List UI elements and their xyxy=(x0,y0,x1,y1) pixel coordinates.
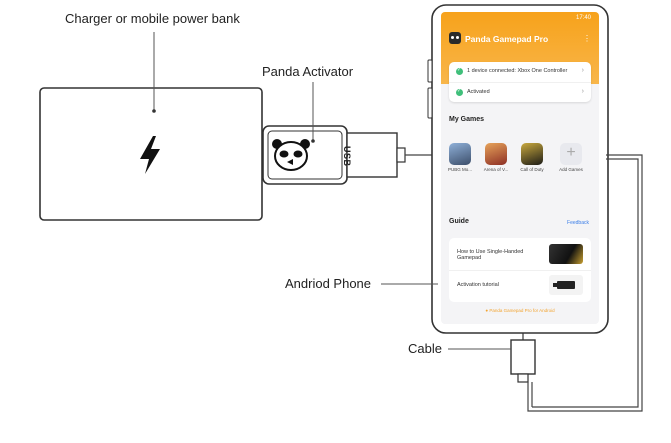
status-card: 1 device connected: Xbox One Controller … xyxy=(449,62,591,102)
game-icon xyxy=(521,143,543,165)
guide-item-label: Activation tutorial xyxy=(457,282,499,288)
guide-item-label: How to Use Single-Handed Gamepad xyxy=(457,249,524,261)
panda-icon xyxy=(272,139,310,171)
game-icon xyxy=(485,143,507,165)
gamepad-thumbnail-icon xyxy=(549,244,583,264)
feedback-link[interactable]: Feedback xyxy=(567,220,589,226)
chevron-right-icon: › xyxy=(581,67,584,74)
device-row[interactable]: 1 device connected: Xbox One Controller … xyxy=(449,62,591,82)
activator-usb-plug xyxy=(346,132,398,178)
device-status: 1 device connected: Xbox One Controller xyxy=(467,68,568,74)
guide-item[interactable]: Activation tutorial xyxy=(449,270,591,301)
power-bank-label: Charger or mobile power bank xyxy=(65,11,240,26)
check-icon xyxy=(456,67,463,75)
guide-card: How to Use Single-Handed Gamepad Activat… xyxy=(449,238,591,302)
phone-screen: 17:40 Panda Gamepad Pro ⋮ 1 device conne… xyxy=(441,12,599,324)
app-title: Panda Gamepad Pro xyxy=(465,34,549,44)
activation-row[interactable]: Activated › xyxy=(449,82,591,103)
menu-icon[interactable]: ⋮ xyxy=(583,34,591,43)
check-icon xyxy=(456,88,463,96)
my-games-title: My Games xyxy=(449,116,485,123)
plus-icon: + xyxy=(560,143,582,165)
game-name: Add Games xyxy=(559,167,583,172)
cable-label: Cable xyxy=(408,341,442,356)
game-name: PUBG Mo... xyxy=(447,167,472,172)
game-name: Call of Duty xyxy=(520,167,544,172)
lightning-bolt-icon xyxy=(140,136,160,174)
game-item[interactable]: Arena of V... xyxy=(483,143,509,172)
usb-label: USB xyxy=(342,146,352,167)
panda-app-logo-icon xyxy=(449,32,461,44)
app-footer: ● Panda Gamepad Pro for Android xyxy=(485,308,555,313)
cable-plug xyxy=(510,339,536,375)
activation-status: Activated xyxy=(467,89,490,95)
game-icon xyxy=(449,143,471,165)
game-item[interactable]: Call of Duty xyxy=(519,143,545,172)
activator-thumbnail-icon xyxy=(549,275,583,295)
add-games-item[interactable]: + Add Games xyxy=(558,143,584,172)
chevron-right-icon: › xyxy=(581,88,584,95)
game-name: Arena of V... xyxy=(483,167,509,172)
game-item[interactable]: PUBG Mo... xyxy=(447,143,473,172)
activator-label: Panda Activator xyxy=(262,64,354,79)
status-time: 17:40 xyxy=(575,15,591,21)
phone-label: Andriod Phone xyxy=(285,276,372,291)
guide-item[interactable]: How to Use Single-Handed Gamepad xyxy=(449,240,591,270)
footer-text: Panda Gamepad Pro for Android xyxy=(489,308,555,313)
guide-title: Guide xyxy=(449,218,469,225)
cable-wire xyxy=(527,154,643,412)
